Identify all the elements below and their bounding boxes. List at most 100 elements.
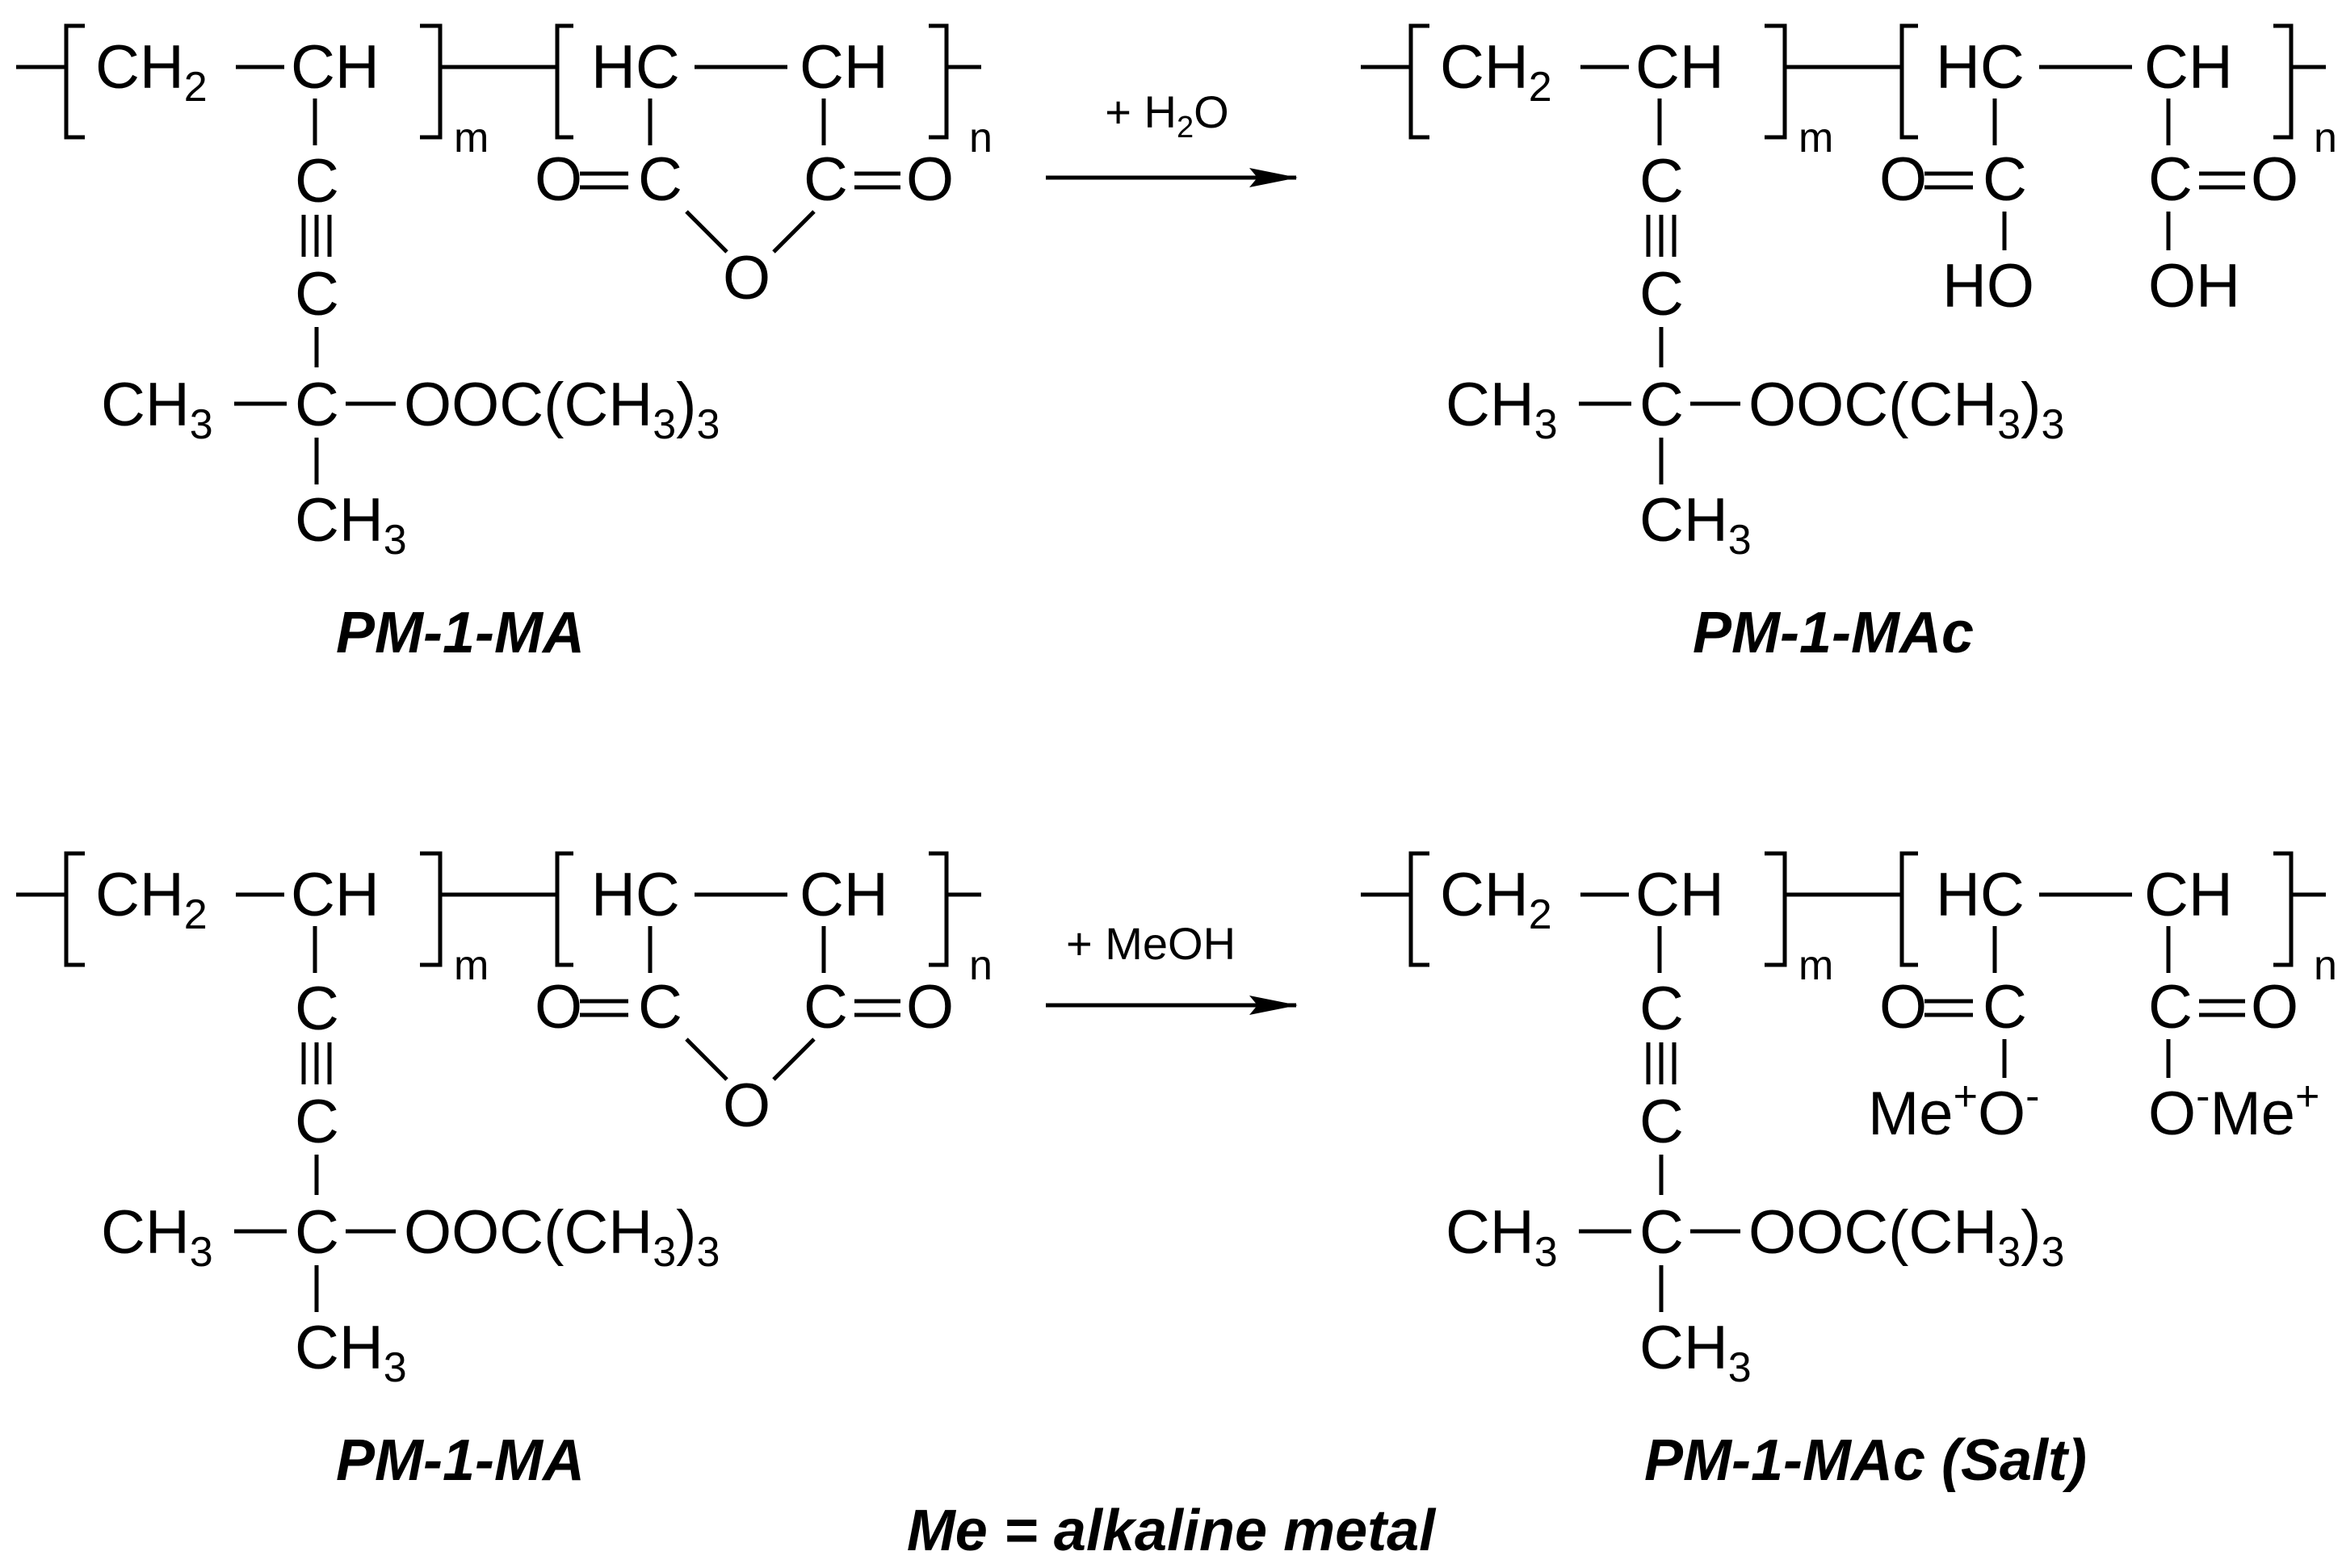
reagent-label: + MeOH <box>1066 918 1236 969</box>
atom-ch2: CH2 <box>95 861 208 938</box>
atom-o-carbonyl-right: O <box>906 145 954 214</box>
atom-c-alkyne-2: C <box>1639 1088 1684 1156</box>
atom-o-ring: O <box>723 1071 770 1140</box>
atom-c-carbonyl-right: C <box>804 145 848 214</box>
atom-ch: CH <box>1635 33 1724 102</box>
atom-ch3-left: CH3 <box>1446 1198 1558 1276</box>
group-ooc: OOC(CH3)3 <box>1748 1198 2064 1276</box>
atom-c-quaternary: C <box>1639 371 1684 439</box>
bracket-m-right <box>1765 851 1787 967</box>
atom-c-alkyne: C <box>1639 975 1684 1043</box>
atom-ch2: CH2 <box>1440 33 1552 111</box>
atom-hc: HC <box>591 861 680 929</box>
bracket-n-left <box>1899 851 1918 967</box>
atom-o-carbonyl-right: O <box>906 973 954 1042</box>
group-me-o-left: Me+O- <box>1868 1073 2039 1148</box>
subscript-m: m <box>454 942 489 989</box>
atom-c-carbonyl-right: C <box>2148 145 2193 214</box>
bracket-m-left <box>64 851 85 967</box>
bond-o-c-ring <box>772 1038 816 1081</box>
atom-o-carbonyl-left: O <box>1879 145 1927 214</box>
bracket-n-right <box>929 23 949 140</box>
reactant-label: PM-1-MA <box>336 1428 585 1493</box>
product-structure: CH2 CH m HC CH n C C CH3 C OOC(CH3)3 <box>1361 851 2337 1391</box>
bracket-n-right <box>2273 851 2294 967</box>
reaction-2: CH2 CH m HC CH n C C CH3 C OOC(CH3)3 <box>16 851 2337 1493</box>
bond-c-o-ring <box>685 210 728 254</box>
bracket-n-left <box>555 851 573 967</box>
atom-ch-2: CH <box>2144 33 2233 102</box>
atom-ch3-bottom: CH3 <box>1639 1314 1752 1391</box>
bracket-n-left <box>555 23 573 140</box>
reactant-structure: CH2 CH m HC CH n C C CH3 C OOC(CH3)3 <box>16 851 993 1391</box>
atom-o-carbonyl-left: O <box>535 145 582 214</box>
subscript-n: n <box>2314 115 2337 161</box>
atom-c-alkyne: C <box>295 147 339 216</box>
atom-c-carbonyl-left: C <box>1983 973 2027 1042</box>
atom-ch2: CH2 <box>95 33 208 111</box>
atom-c-carbonyl-right: C <box>804 973 848 1042</box>
bond-c-o-ring <box>685 1038 728 1081</box>
bracket-m-right <box>420 23 443 140</box>
subscript-n: n <box>969 942 993 989</box>
product-label: PM-1-MAc (Salt) <box>1644 1428 2087 1493</box>
footnote: Me = alkaline metal <box>907 1499 1437 1563</box>
subscript-n: n <box>2314 942 2337 989</box>
bracket-m-left <box>1408 851 1429 967</box>
product-structure: CH2 CH m HC CH n C C CH3 C OOC(CH3)3 <box>1361 23 2337 564</box>
atom-ch3-left: CH3 <box>1446 371 1558 448</box>
atom-ch-2: CH <box>2144 861 2233 929</box>
bond-o-c-ring <box>772 210 816 254</box>
atom-c-alkyne: C <box>295 975 339 1043</box>
bracket-n-right <box>2273 23 2294 140</box>
atom-c-alkyne-2: C <box>295 260 339 329</box>
group-ooc: OOC(CH3)3 <box>1748 371 2064 448</box>
bracket-m-left <box>64 23 85 140</box>
bracket-m-left <box>1408 23 1429 140</box>
reagent-label: + H2O <box>1105 86 1228 145</box>
atom-o-carbonyl-right: O <box>2251 973 2298 1042</box>
reaction-1: CH2 CH m HC CH n C C CH3 C OOC(CH3 <box>16 23 2337 665</box>
atom-c-carbonyl-right: C <box>2148 973 2193 1042</box>
atom-ch3-bottom: CH3 <box>295 1314 407 1391</box>
atom-c-alkyne-2: C <box>295 1088 339 1156</box>
atom-o-ring: O <box>723 244 770 312</box>
bracket-m-right <box>1765 23 1787 140</box>
atom-ch-2: CH <box>800 861 888 929</box>
reactant-label: PM-1-MA <box>336 601 585 665</box>
bracket-n-left <box>1899 23 1918 140</box>
atom-ch3-left: CH3 <box>101 1198 213 1276</box>
bracket-n-right <box>929 851 949 967</box>
atom-c-alkyne: C <box>1639 147 1684 216</box>
atom-hc: HC <box>1936 861 2025 929</box>
group-ho: HO <box>1942 252 2034 321</box>
atom-ch: CH <box>291 861 380 929</box>
subscript-m: m <box>1798 115 1833 161</box>
atom-c-quaternary: C <box>1639 1198 1684 1267</box>
atom-ch2: CH2 <box>1440 861 1552 938</box>
group-oh: OH <box>2148 252 2240 321</box>
atom-c-alkyne-2: C <box>1639 260 1684 329</box>
group-ooc: OOC(CH3)3 <box>404 1198 720 1276</box>
atom-c-quaternary: C <box>295 1198 339 1267</box>
atom-c-carbonyl-left: C <box>1983 145 2027 214</box>
atom-o-carbonyl-left: O <box>535 973 582 1042</box>
product-label: PM-1-MAc <box>1693 601 1974 665</box>
atom-ch: CH <box>291 33 380 102</box>
subscript-m: m <box>454 115 489 161</box>
atom-hc: HC <box>1936 33 2025 102</box>
atom-c-quaternary: C <box>295 371 339 439</box>
atom-ch-2: CH <box>800 33 888 102</box>
atom-ch3-bottom: CH3 <box>295 486 407 564</box>
subscript-m: m <box>1798 942 1833 989</box>
group-ooc: OOC(CH3)3 <box>404 371 720 448</box>
atom-o-carbonyl-left: O <box>1879 973 1927 1042</box>
atom-o-carbonyl-right: O <box>2251 145 2298 214</box>
atom-ch3-left: CH3 <box>101 371 213 448</box>
atom-c-carbonyl-left: C <box>638 145 682 214</box>
group-o-me-right: O-Me+ <box>2148 1073 2319 1148</box>
atom-hc: HC <box>591 33 680 102</box>
atom-ch3-bottom: CH3 <box>1639 486 1752 564</box>
bracket-m-right <box>420 851 443 967</box>
